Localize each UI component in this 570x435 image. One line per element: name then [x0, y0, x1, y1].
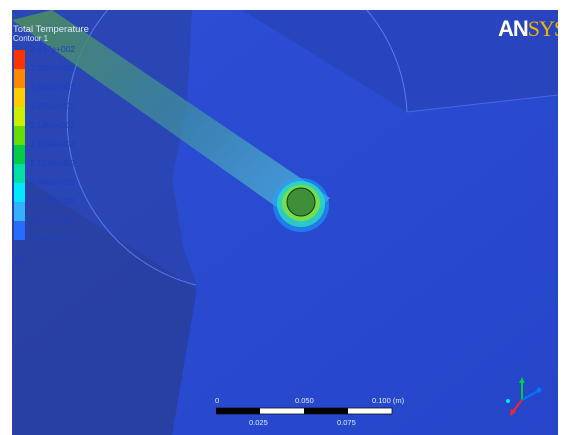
solid-body-lower	[12, 170, 197, 435]
pipe-body	[12, 10, 330, 225]
legend-value: 3.266e+002	[30, 82, 76, 92]
legend-color-swatch	[14, 221, 25, 240]
cfd-scene[interactable]	[12, 10, 558, 435]
triad-marker-icon	[506, 399, 510, 403]
top-band	[242, 10, 558, 112]
scale-label: 0.025	[249, 418, 268, 427]
scale-frame	[216, 407, 393, 415]
pipe-outlet-edge	[286, 187, 316, 217]
legend-color-swatch	[14, 88, 25, 107]
legend-value: 2.981e+002	[30, 234, 76, 244]
graphics-viewport[interactable]: Total Temperature Contour 1 3.337e+002 3…	[12, 10, 558, 435]
legend-color-swatch	[14, 69, 25, 88]
legend-value: 3.230e+002	[30, 101, 76, 111]
ansys-logo: ANSYS	[498, 16, 558, 42]
legend-color-bar	[14, 50, 25, 240]
x-axis-arrow-icon	[510, 409, 516, 416]
legend-value: 3.159e+002	[30, 139, 76, 149]
z-axis-tip-icon	[536, 387, 542, 393]
legend-value: 3.088e+002	[30, 177, 76, 187]
legend-value: 3.124e+002	[30, 158, 76, 168]
domain-outline	[66, 10, 408, 286]
scale-label: 0.075	[337, 418, 356, 427]
scale-bar: 0 0.050 0.100 (m) 0.025 0.075	[192, 396, 412, 435]
legend-value: 3.337e+002	[30, 44, 76, 54]
logo-an: AN	[498, 16, 529, 41]
scale-label: 0.050	[295, 396, 314, 405]
y-axis-arrow-icon	[519, 377, 525, 383]
z-axis-line	[521, 390, 539, 401]
scale-label: 0.100 (m)	[372, 396, 405, 405]
scale-segment	[348, 408, 392, 414]
temperature-legend: Total Temperature Contour 1 3.337e+002 3…	[12, 24, 162, 264]
scale-bar-segments	[216, 407, 393, 415]
legend-color-swatch	[14, 50, 25, 69]
legend-color-swatch	[14, 107, 25, 126]
legend-title: Total Temperature	[13, 24, 89, 35]
scale-label: 0	[215, 396, 220, 405]
legend-color-swatch	[14, 164, 25, 183]
legend-color-swatch	[14, 145, 25, 164]
legend-subtitle: Contour 1	[13, 34, 49, 43]
legend-value: 3.017e+002	[30, 215, 76, 225]
axis-triad[interactable]	[502, 375, 542, 420]
legend-color-swatch	[14, 202, 25, 221]
legend-color-swatch	[14, 126, 25, 145]
scale-segment	[260, 408, 304, 414]
scale-segment	[304, 408, 348, 414]
scale-segment	[216, 408, 260, 414]
legend-color-swatch	[14, 183, 25, 202]
legend-unit: [K]	[13, 254, 25, 264]
top-band-edge	[406, 94, 558, 113]
legend-value: 3.302e+002	[30, 63, 76, 73]
legend-value: 3.195e+002	[30, 120, 76, 130]
legend-value: 3.053e+002	[30, 196, 76, 206]
pipe-outlet	[287, 188, 315, 216]
logo-sys: SYS	[527, 16, 558, 41]
